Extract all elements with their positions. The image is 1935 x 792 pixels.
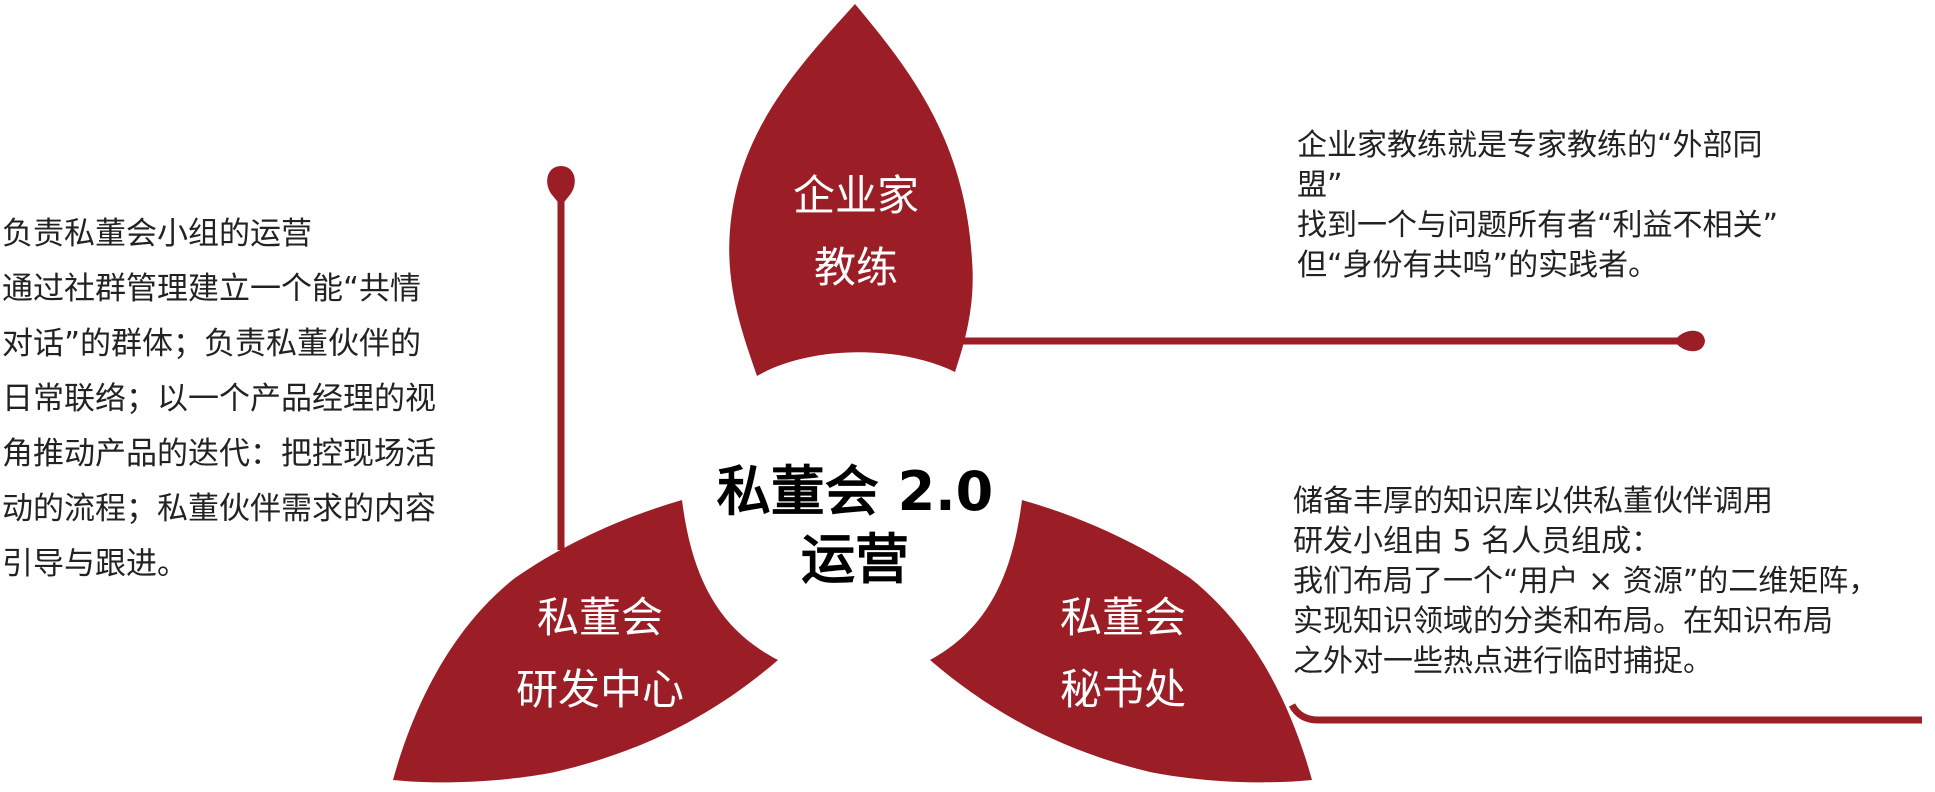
description-line: 角推动产品的迭代：把控现场活 xyxy=(2,436,436,472)
description-line: 日常联络；以一个产品经理的视 xyxy=(2,381,436,417)
connector-line-bottom-right xyxy=(1288,703,1922,724)
description-line: 找到一个与问题所有者“利益不相关” xyxy=(1297,208,1779,243)
description-line: 盟” xyxy=(1297,168,1343,203)
description-line: 但“身份有共鸣”的实践者。 xyxy=(1297,248,1659,283)
description-line: 企业家教练就是专家教练的“外部同 xyxy=(1297,128,1763,163)
description-coach: 企业家教练就是专家教练的“外部同 盟” 找到一个与问题所有者“利益不相关” 但“… xyxy=(1297,126,1778,286)
description-line: 引导与跟进。 xyxy=(2,546,188,582)
petal-right xyxy=(930,500,1312,783)
description-line: 之外对一些热点进行临时捕捉。 xyxy=(1293,644,1713,679)
description-line: 实现知识领域的分类和布局。在知识布局 xyxy=(1293,604,1833,639)
connector-knob-top-right xyxy=(1675,330,1705,352)
description-secretariat: 负责私董会小组的运营 通过社群管理建立一个能“共情 对话”的群体；负责私董伙伴的… xyxy=(2,207,436,592)
center-title-line-2: 运营 xyxy=(801,528,909,591)
description-line: 负责私董会小组的运营 xyxy=(2,216,312,252)
petal-top-label-1: 企业家 xyxy=(793,171,919,220)
description-line: 对话”的群体；负责私董伙伴的 xyxy=(2,326,422,362)
petal-right-label-1: 私董会 xyxy=(1060,593,1186,642)
description-line: 通过社群管理建立一个能“共情 xyxy=(2,271,422,307)
petal-left xyxy=(393,500,778,783)
petal-top xyxy=(729,4,973,376)
petal-left-label-1: 私董会 xyxy=(537,593,663,642)
connector-knob-left xyxy=(547,166,575,206)
description-line: 我们布局了一个“用户 × 资源”的二维矩阵， xyxy=(1293,564,1879,599)
description-line: 储备丰厚的知识库以供私董伙伴调用 xyxy=(1293,484,1773,519)
description-rnd: 储备丰厚的知识库以供私董伙伴调用 研发小组由 5 名人员组成： 我们布局了一个“… xyxy=(1293,482,1878,682)
petal-left-label-2: 研发中心 xyxy=(516,665,684,714)
petal-right-label-2: 秘书处 xyxy=(1060,665,1186,714)
petal-top-label-2: 教练 xyxy=(814,243,898,292)
description-line: 动的流程；私董伙伴需求的内容 xyxy=(2,491,436,527)
description-line: 研发小组由 5 名人员组成： xyxy=(1293,524,1662,559)
center-title-line-1: 私董会 2.0 xyxy=(717,460,993,523)
